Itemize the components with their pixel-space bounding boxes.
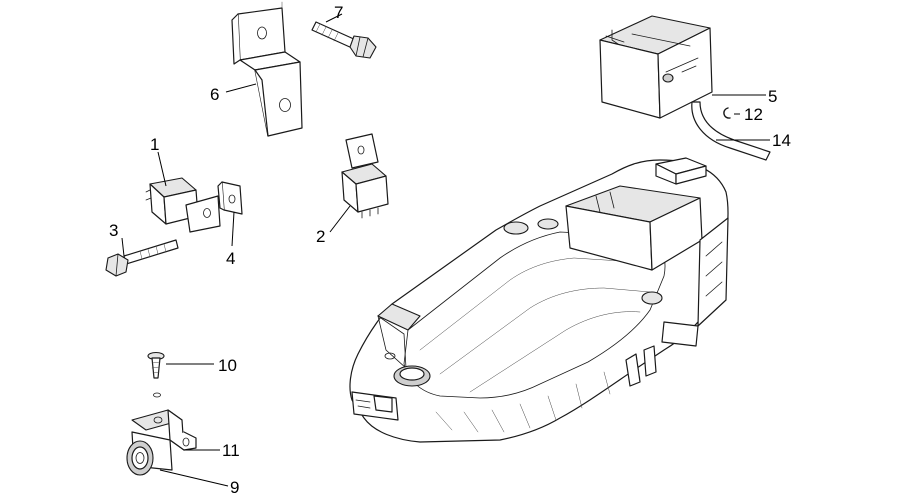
vent-hose-part: [691, 101, 771, 161]
callout-9: 9: [230, 478, 239, 495]
relay-part: [341, 133, 389, 219]
battery-part: [599, 15, 713, 119]
mounting-clip-part: [217, 181, 243, 215]
switch-assembly-part: [126, 431, 173, 476]
callout-7: 7: [334, 3, 343, 22]
callout-4: 4: [226, 249, 235, 268]
callout-12: 12: [744, 105, 763, 124]
relay-with-bracket-part: [145, 177, 221, 233]
bolt-part-3: [105, 239, 179, 277]
clip-part: [723, 107, 731, 119]
screw-part: [147, 351, 165, 398]
callout-5: 5: [768, 87, 777, 106]
callout-labels: 1 2 3 4 5 6 7 9 10 11 12 14: [109, 3, 791, 495]
callout-3: 3: [109, 221, 118, 240]
bolt-part-7: [311, 21, 377, 59]
callout-2: 2: [316, 227, 325, 246]
helmet-compartment-body: [349, 157, 729, 443]
callout-6: 6: [210, 85, 219, 104]
bracket-part: [231, 1, 303, 137]
switch-bracket-part: [131, 409, 197, 451]
callout-11: 11: [222, 441, 240, 460]
callout-10: 10: [218, 356, 237, 375]
callout-14: 14: [772, 131, 791, 150]
callout-1: 1: [150, 135, 159, 154]
leader-lines: [121, 13, 770, 487]
